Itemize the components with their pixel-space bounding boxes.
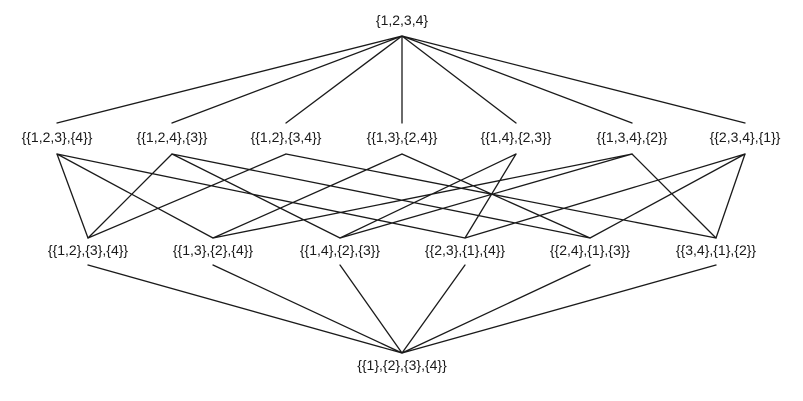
- lattice-edge: [285, 153, 717, 239]
- partition-node: {1,2,3,4}: [376, 12, 428, 28]
- partition-node: {{2,3,4},{1}}: [710, 129, 781, 145]
- lattice-edge: [212, 264, 403, 354]
- partition-node: {{1,2,4},{3}}: [137, 129, 208, 145]
- partition-node: {{3,4},{1},{2}}: [676, 242, 757, 258]
- lattice-edge: [285, 35, 403, 124]
- lattice-edge: [401, 264, 591, 354]
- lattice-edge: [56, 153, 89, 239]
- lattice-edge: [589, 153, 746, 239]
- lattice-edge: [212, 153, 633, 239]
- partition-node: {{1,2},{3},{4}}: [48, 242, 129, 258]
- lattice-edge: [212, 153, 403, 239]
- lattice-edge: [715, 153, 746, 239]
- partition-node: {{2,4},{1},{3}}: [550, 242, 631, 258]
- partition-node: {{1},{2},{3},{4}}: [357, 357, 447, 373]
- lattice-edge: [401, 153, 591, 239]
- lattice-edges: [56, 35, 746, 354]
- partition-node: {{1,3},{2,4}}: [367, 129, 438, 145]
- lattice-edge: [339, 264, 403, 354]
- partition-node: {{1,3,4},{2}}: [597, 129, 668, 145]
- lattice-edge: [56, 35, 403, 124]
- lattice-edge: [56, 153, 466, 239]
- partition-node: {{1,4},{2,3}}: [481, 129, 552, 145]
- lattice-edge: [631, 153, 717, 239]
- lattice-edge: [339, 153, 633, 239]
- lattice-edge: [87, 153, 173, 239]
- lattice-edge: [401, 35, 633, 124]
- lattice-edge: [464, 153, 746, 239]
- lattice-nodes: {1,2,3,4} {{1,2,3},{4}} {{1,2,4},{3}} {{1,2…: [22, 12, 781, 373]
- lattice-edge: [171, 153, 341, 239]
- partition-node: {{1,2},{3,4}}: [251, 129, 322, 145]
- lattice-edge: [87, 264, 403, 354]
- lattice-edge: [171, 35, 403, 124]
- lattice-edge: [464, 153, 517, 239]
- partition-node: {{2,3},{1},{4}}: [425, 242, 506, 258]
- partition-node: {{1,4},{2},{3}}: [300, 242, 381, 258]
- lattice-edge: [339, 153, 517, 239]
- partition-node: {{1,2,3},{4}}: [22, 129, 93, 145]
- lattice-edge: [401, 35, 746, 124]
- lattice-edge: [401, 264, 717, 354]
- lattice-edge: [56, 153, 214, 239]
- lattice-edge: [401, 264, 466, 354]
- partition-node: {{1,3},{2},{4}}: [173, 242, 254, 258]
- lattice-edge: [401, 35, 517, 124]
- lattice-edge: [171, 153, 591, 239]
- lattice-edge: [87, 153, 287, 239]
